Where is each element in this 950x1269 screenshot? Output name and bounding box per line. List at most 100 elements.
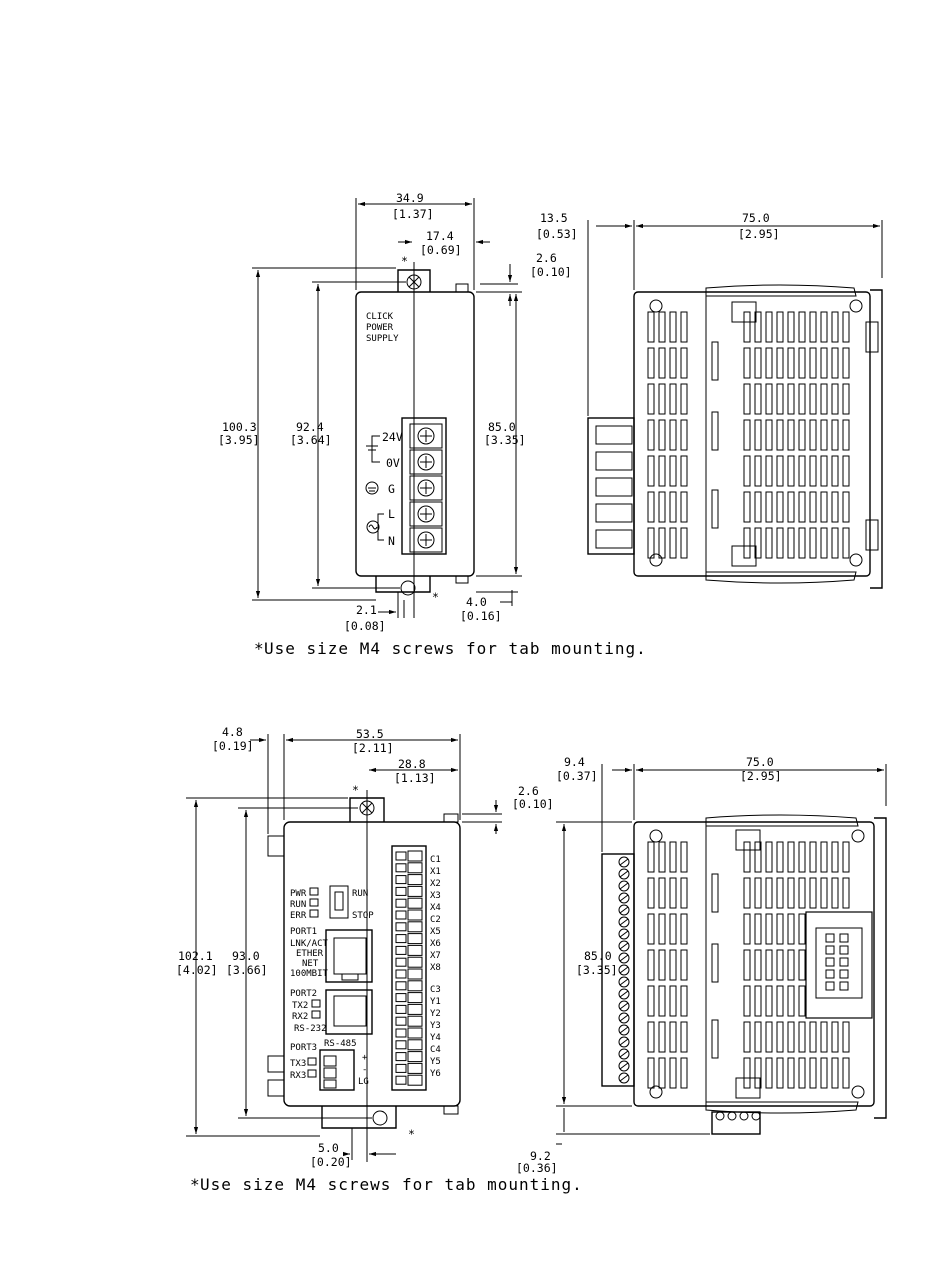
terminal-screw-slot [619,1062,629,1070]
io-terminal-led [395,945,407,955]
vent-slot [798,877,806,909]
vent-slot [776,1021,784,1053]
side-slot [711,489,719,529]
vent-slot [754,985,762,1017]
vent-slot [809,1057,817,1089]
io-label: Y3 [430,1021,441,1031]
vent-slot [842,841,850,873]
bottom-note-star: * [190,1175,201,1194]
io-terminal-led [395,993,407,1003]
io-label: X6 [430,939,441,949]
vent-slot [743,841,751,873]
dim-ps-mount-h-mm: 92.4 [296,420,324,434]
dim-ps-width-in: [1.37] [392,207,434,221]
vent-slot [743,491,751,523]
port1-label: PORT1 [290,927,317,937]
vent-slot [776,383,784,415]
vent-slot [787,1021,795,1053]
ps-terminal-24v: 24V [382,430,403,444]
ps-label-line1: CLICK [366,312,394,322]
vent-slot [680,347,688,379]
vent-slot [754,347,762,379]
vent-slot [680,383,688,415]
top-mounting-note: Use size M4 screws for tab mounting. [264,639,647,658]
vent-slot [842,1057,850,1089]
vent-slot [765,1021,773,1053]
rs485-connector [319,1049,355,1091]
side-slot [711,411,719,451]
dim-cpu-overall-h-mm: 102.1 [178,949,213,963]
dim-cpu-overall-h-in: [4.02] [176,963,218,977]
vent-slot [787,491,795,523]
vent-slot [680,1057,688,1089]
vent-slot [831,383,839,415]
vent-slot [831,527,839,559]
vent-slot [680,985,688,1017]
port2-rx-label: RX2 [292,1012,308,1022]
terminal-screw-slot [619,1014,629,1022]
vent-slot [776,347,784,379]
vent-slot [658,877,666,909]
dim-ps-tab-mm: 2.6 [536,251,557,265]
ps-top-star: * [401,254,408,268]
ps-label-line2: POWER [366,323,394,333]
vent-slot [658,841,666,873]
io-label: X1 [430,867,441,877]
vent-slot [787,985,795,1017]
vent-slot [842,311,850,343]
vent-slot [765,1057,773,1089]
side-slot [711,943,719,983]
switch-run-label: RUN [352,889,368,899]
vent-slot [669,527,677,559]
vent-slot [776,419,784,451]
vent-slot [669,1021,677,1053]
terminal-screw-slot [619,942,629,950]
vent-slot [787,1057,795,1089]
io-terminal-screw [407,850,423,862]
vent-slot [831,1021,839,1053]
io-label: C4 [430,1045,441,1055]
vent-slot [743,311,751,343]
vent-slot [754,455,762,487]
io-terminal-led [395,1063,407,1073]
vent-slot [798,383,806,415]
vent-slot [820,877,828,909]
terminal-screw [618,1048,630,1060]
io-terminal-led [395,898,407,908]
port3-label: PORT3 [290,1043,317,1053]
io-terminal-led [395,863,407,873]
io-terminal-screw [407,1015,423,1027]
vent-slot [765,841,773,873]
vent-slot [809,1021,817,1053]
terminal-screw [618,988,630,1000]
vent-slot [787,913,795,945]
cpu-bottom-star: * [408,1127,415,1141]
io-terminal-led [395,1040,407,1050]
dim-cpu-mount-h-in: [3.66] [226,963,268,977]
io-label: X5 [430,927,441,937]
io-terminal-screw [407,933,423,945]
ps-bottom-tab-hole [400,580,416,596]
vent-slot [820,527,828,559]
connector-pin [825,957,835,967]
vent-slot [680,455,688,487]
vent-slot [776,877,784,909]
io-label: C3 [430,985,441,995]
vent-slot [820,841,828,873]
dim-cpu-width-in: [2.11] [352,741,394,755]
vent-slot [743,1021,751,1053]
io-terminal-screw [407,968,423,980]
vent-slot [842,491,850,523]
io-terminal-screw [407,1051,423,1063]
terminal-screw-slot [619,906,629,914]
terminal-screw-slot [619,954,629,962]
vent-slot [798,311,806,343]
io-terminal-screw [407,921,423,933]
vent-slot [754,527,762,559]
terminal-screw-slot [619,894,629,902]
vent-slot [743,455,751,487]
cpu-front-view: PWR RUN ERR RUN STOP PORT1 LNK/ACT ETHER… [176,725,554,1169]
vent-slot [743,1057,751,1089]
vent-slot [765,949,773,981]
io-label: X2 [430,879,441,889]
